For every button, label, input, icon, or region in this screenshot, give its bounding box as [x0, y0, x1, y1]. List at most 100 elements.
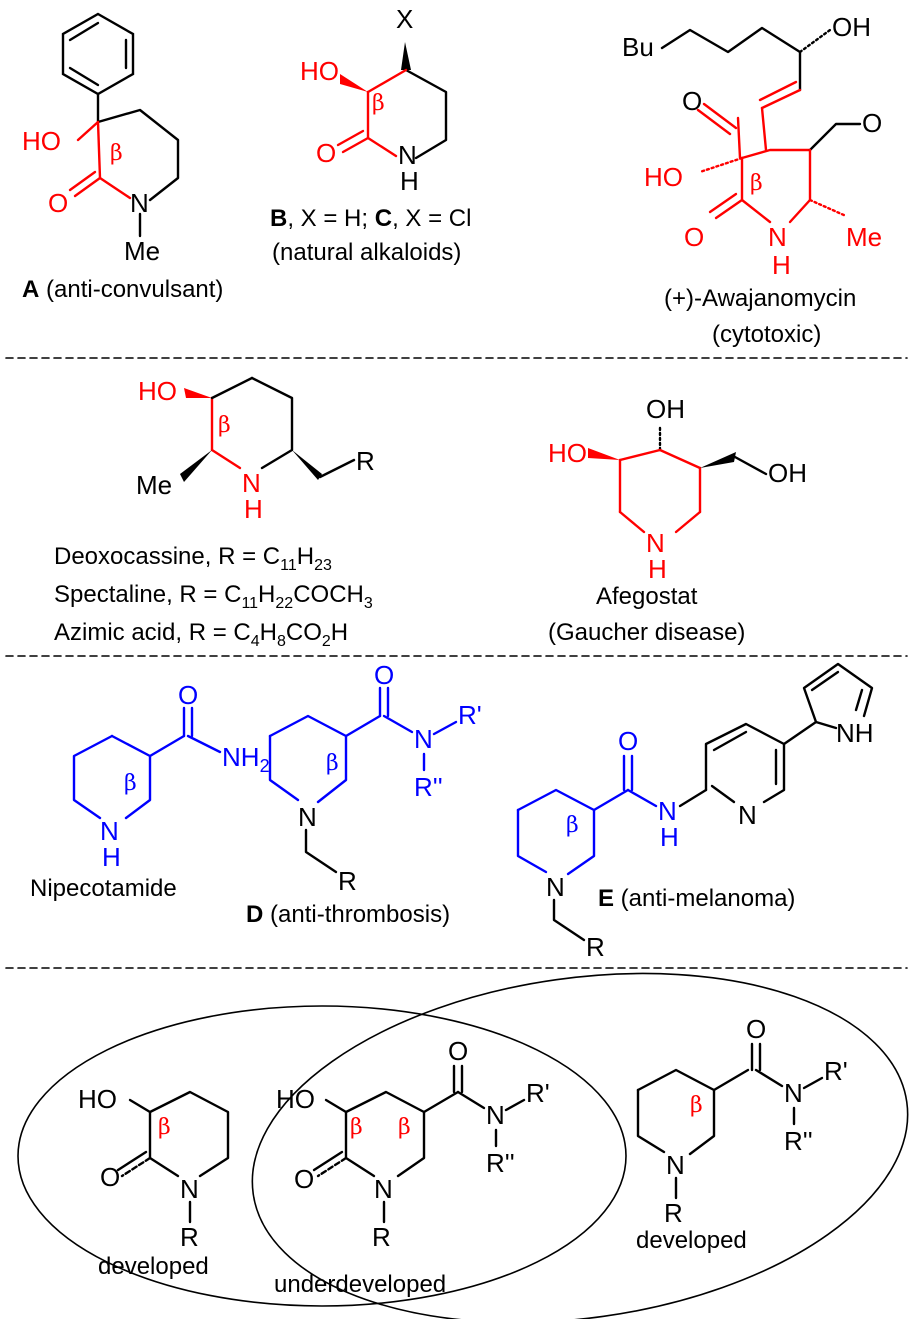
hydroxyl-label: OH: [832, 12, 871, 42]
r-group-label: R: [180, 1222, 199, 1252]
r-double-prime-label: R'': [784, 1126, 813, 1156]
hydroxyl-label: HO: [300, 56, 339, 86]
r-double-prime-label: R'': [486, 1148, 515, 1178]
pyridine-nitrogen-label: N: [738, 800, 757, 830]
beta-label: β: [110, 141, 123, 166]
carbonyl-oxygen-label: O: [684, 222, 704, 252]
methyl-label: Me: [136, 470, 172, 500]
structure-nipecotamide: O NH2 β N H Nipecotamide: [30, 680, 270, 902]
pyrrole-nh-label: NH: [836, 718, 874, 748]
nitrogen-label: N: [784, 1078, 803, 1108]
azimic-acid-caption: Azimic acid, R = C4H8CO2H: [54, 619, 348, 650]
nh-hydrogen-label: H: [244, 494, 263, 524]
methyl-label: Me: [846, 222, 882, 252]
nh-hydrogen-label: H: [648, 554, 667, 584]
nitrogen-label: N: [768, 222, 787, 252]
hydroxyl-label: HO: [22, 126, 61, 156]
scaffold-left: HO O β N R developed: [78, 1084, 230, 1280]
amide-hydrogen-label: H: [660, 822, 679, 852]
nh-hydrogen-label: H: [772, 250, 791, 280]
underdeveloped-label: underdeveloped: [274, 1271, 446, 1298]
hydroxyl-label: OH: [768, 458, 807, 488]
beta-label: β: [750, 171, 763, 196]
developed-left-label: developed: [98, 1253, 209, 1280]
venn-left-ellipse: [17, 1005, 627, 1307]
awajanomycin-activity: (cytotoxic): [712, 321, 821, 348]
structure-afegostat: OH HO OH N H Afegostat (Gaucher disease): [548, 394, 807, 646]
r-prime-label: R': [458, 700, 482, 730]
deoxocassine-caption: Deoxocassine, R = C11H23: [54, 543, 332, 574]
nipecotamide-name: Nipecotamide: [30, 875, 177, 902]
afegostat-name: Afegostat: [596, 583, 698, 610]
structure-awajanomycin: Bu OH O O HO β O N H Me (+)-Awajanomycin…: [622, 12, 882, 348]
developed-right-label: developed: [636, 1227, 747, 1254]
nitrogen-label: N: [398, 140, 417, 170]
nitrogen-label: N: [666, 1150, 685, 1180]
nitrogen-label: N: [374, 1174, 393, 1204]
butyl-label: Bu: [622, 32, 654, 62]
nitrogen-label: N: [486, 1100, 505, 1130]
epoxide-oxygen-label: O: [862, 108, 882, 138]
scaffold-right: β N R O N R' R'' developed: [636, 1014, 848, 1254]
carbonyl-oxygen-label: O: [178, 680, 198, 710]
carbonyl-oxygen-label: O: [100, 1162, 120, 1192]
r-group-label: R: [664, 1198, 683, 1228]
r-group-label: R: [586, 932, 605, 962]
nitrogen-label: N: [546, 872, 565, 902]
beta-label: β: [372, 91, 385, 116]
afegostat-activity: (Gaucher disease): [548, 619, 745, 646]
venn-right-ellipse: [251, 972, 909, 1319]
methyl-label: Me: [124, 236, 160, 266]
hydroxyl-label: HO: [548, 438, 587, 468]
amide-nitrogen-label: N: [658, 796, 677, 826]
nitrogen-label: N: [414, 724, 433, 754]
compound-d-caption: D (anti-thrombosis): [246, 901, 450, 928]
r-prime-label: R': [824, 1056, 848, 1086]
carbonyl-oxygen-label: O: [618, 726, 638, 756]
beta-label: β: [158, 1115, 171, 1140]
nitrogen-label: N: [646, 528, 665, 558]
nitrogen-label: N: [242, 468, 261, 498]
nh-hydrogen-label: H: [102, 842, 121, 872]
r-group-label: R: [372, 1222, 391, 1252]
beta-label: β: [326, 751, 339, 776]
carbonyl-oxygen-label: O: [374, 660, 394, 690]
nitrogen-label: N: [100, 816, 119, 846]
carbonyl-oxygen-label: O: [316, 138, 336, 168]
ketone-oxygen-label: O: [682, 86, 702, 116]
r-double-prime-label: R'': [414, 772, 443, 802]
compound-bc-caption: B, X = H; C, X = Cl: [270, 205, 471, 232]
r-group-label: R: [338, 866, 357, 896]
beta-label: β: [124, 771, 137, 796]
compound-a-caption: A (anti-convulsant): [22, 276, 223, 303]
carbonyl-oxygen-label: O: [294, 1164, 314, 1194]
hydroxyl-label: OH: [646, 394, 685, 424]
r-group-label: R: [356, 446, 375, 476]
hydroxyl-label: HO: [644, 162, 683, 192]
scaffold-center: HO O β β N R O N R' R'' underdeveloped: [274, 1036, 550, 1298]
beta-label: β: [690, 1093, 703, 1118]
carbonyl-oxygen-label: O: [746, 1014, 766, 1044]
structure-deoxocassine: HO Me R β N H Deoxocassine, R = C11H23 S…: [54, 376, 375, 650]
hydroxyl-label: HO: [78, 1084, 117, 1114]
beta-label: β: [398, 1115, 411, 1140]
spectaline-caption: Spectaline, R = C11H22COCH3: [54, 581, 373, 612]
structure-d: O N R' R'' β N R D (anti-thrombosis): [246, 660, 482, 928]
awajanomycin-name: (+)-Awajanomycin: [664, 285, 856, 312]
beta-label: β: [350, 1115, 363, 1140]
nitrogen-label: N: [130, 188, 149, 218]
hydroxyl-label: HO: [276, 1084, 315, 1114]
hydroxyl-label: HO: [138, 376, 177, 406]
structure-bc: X HO β O N H B, X = H; C, X = Cl (natura…: [270, 4, 471, 266]
r-prime-label: R': [526, 1078, 550, 1108]
carbonyl-oxygen-label: O: [48, 188, 68, 218]
compound-e-caption: E (anti-melanoma): [598, 885, 795, 912]
nitrogen-label: N: [180, 1174, 199, 1204]
beta-label: β: [566, 813, 579, 838]
structure-a: HO β O N Me A (anti-convulsant): [22, 12, 223, 303]
nitrogen-label: N: [298, 802, 317, 832]
carbonyl-oxygen-label: O: [448, 1036, 468, 1066]
structure-e: β N R O N H N NH E (anti-melanoma): [516, 662, 874, 962]
amide-nh2-label: NH2: [222, 742, 270, 776]
